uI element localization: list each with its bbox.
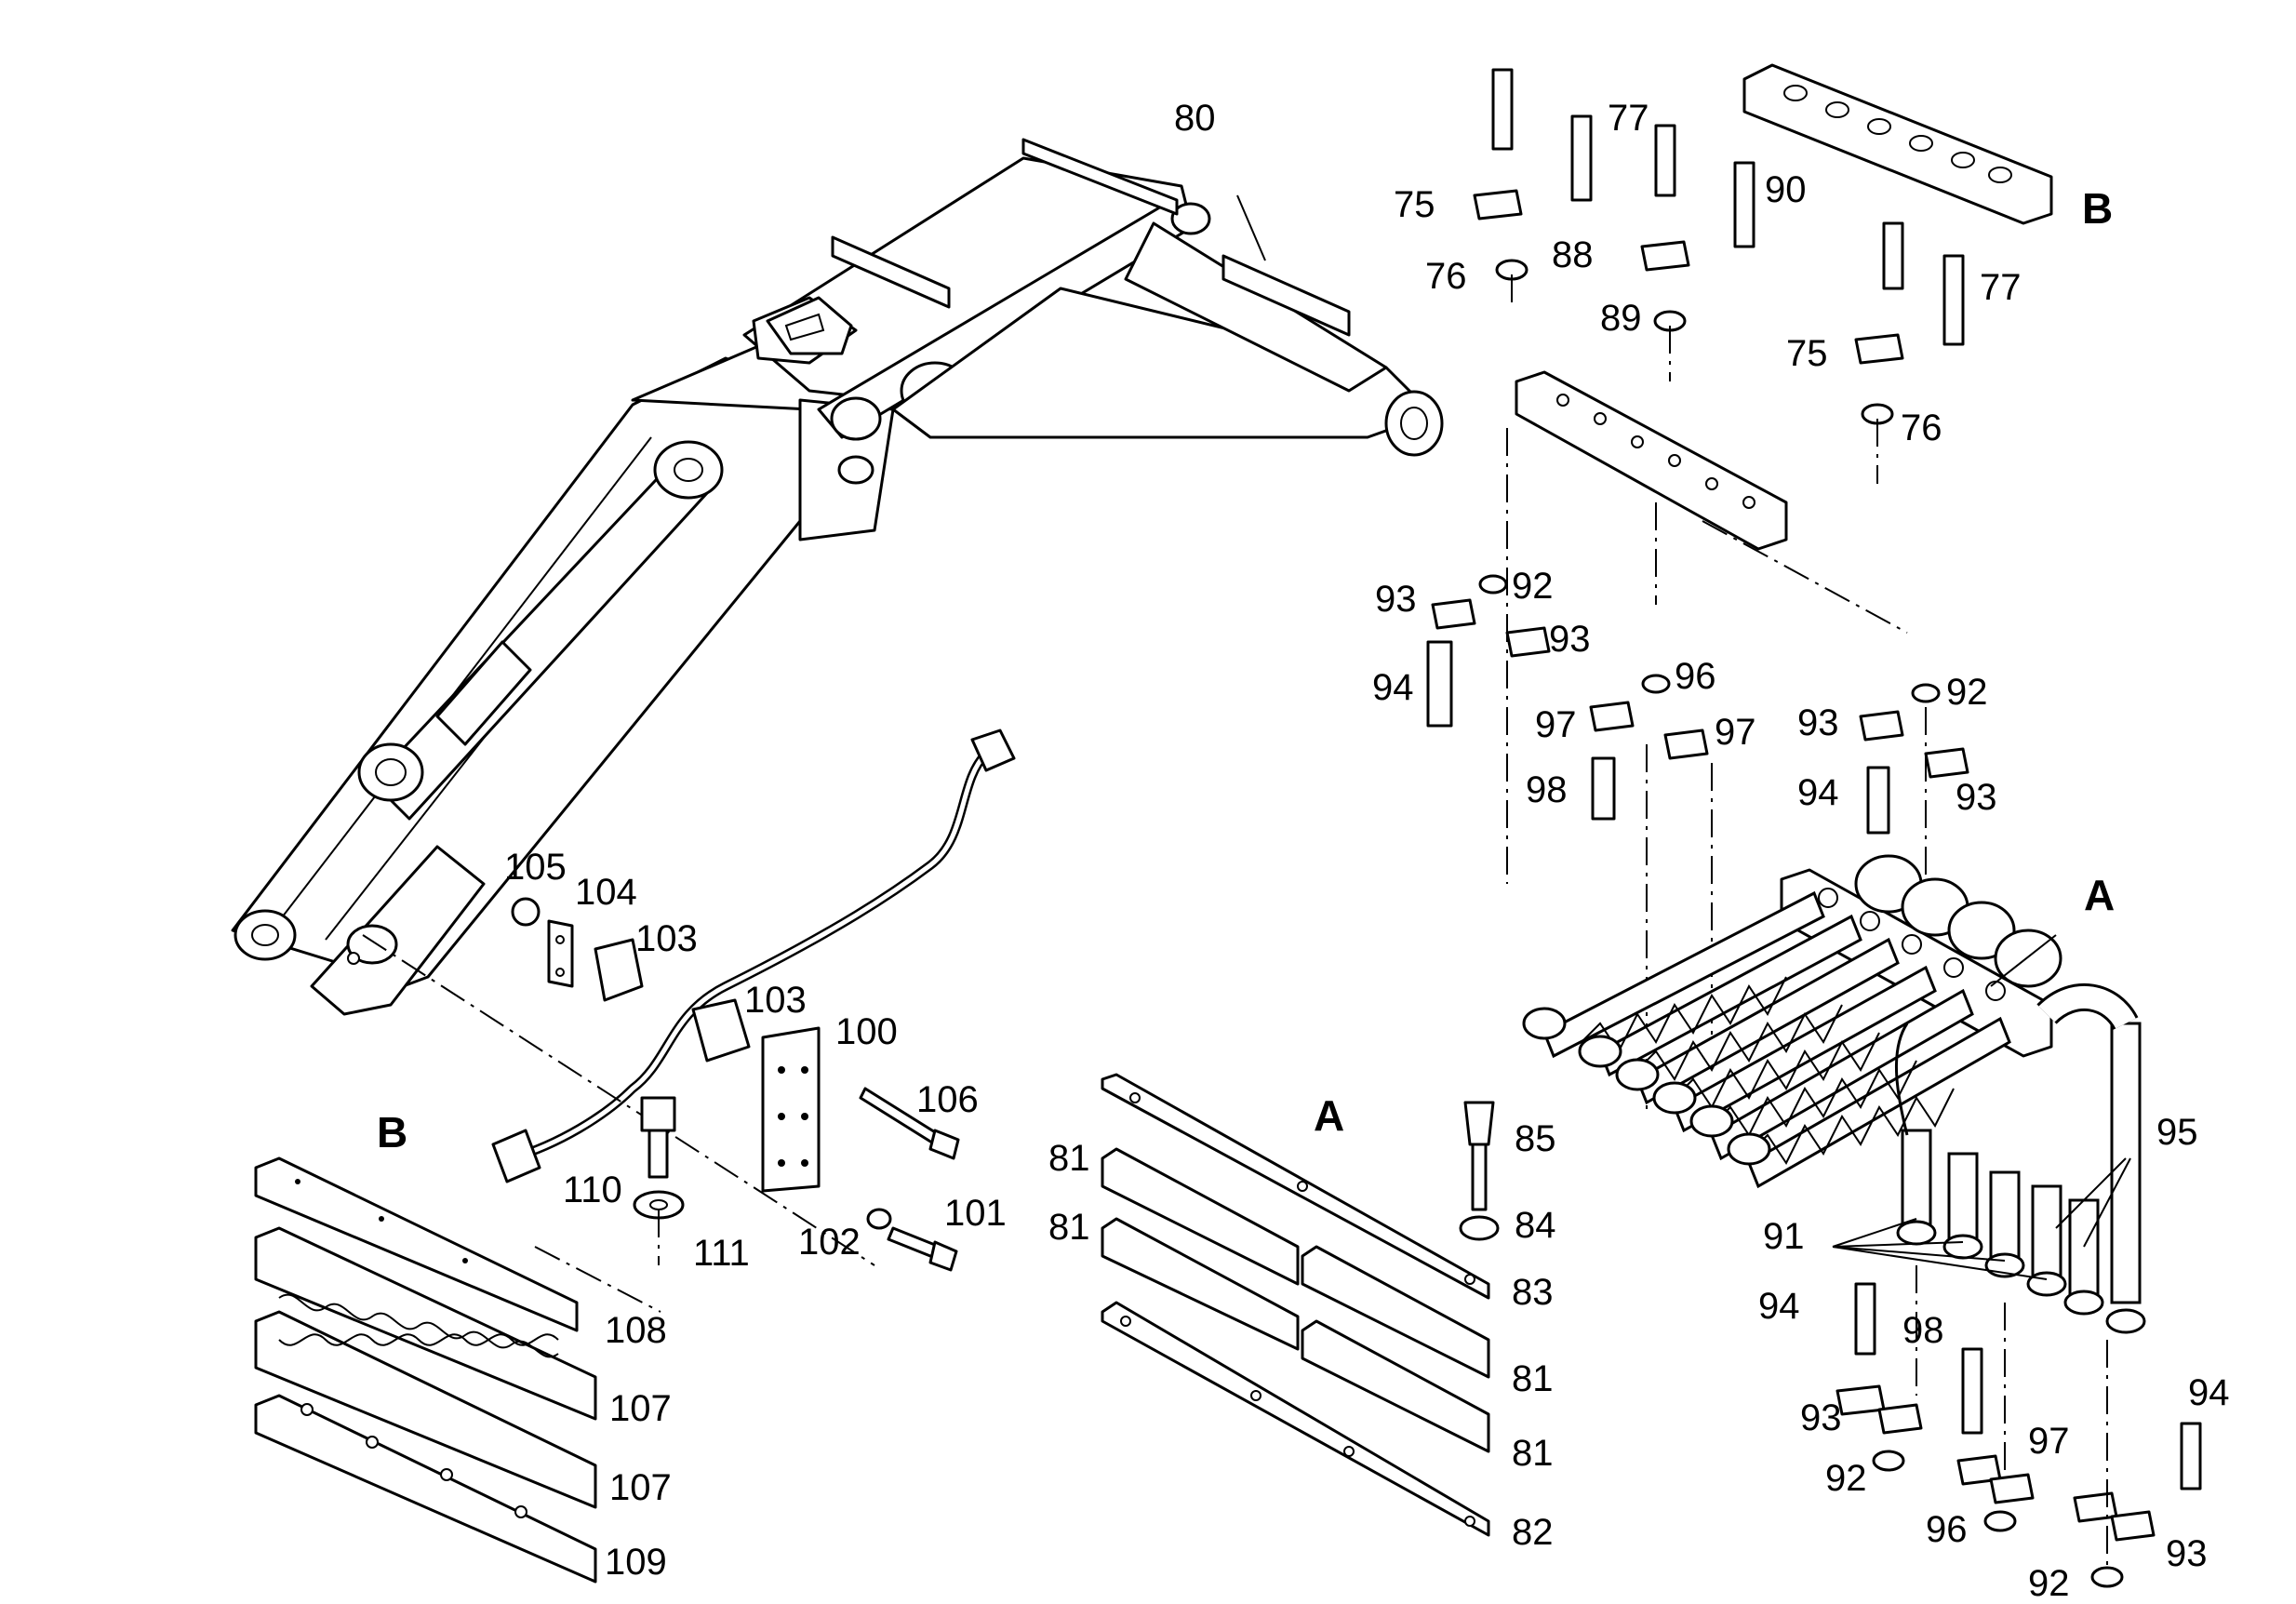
label-92d: 92 xyxy=(2028,1563,2070,1604)
clamp-parts-100-111 xyxy=(362,897,960,1313)
label-102: 102 xyxy=(798,1222,861,1263)
label-84: 84 xyxy=(1515,1205,1556,1246)
manifold-lower xyxy=(1522,854,2202,1588)
label-93f: 93 xyxy=(2166,1533,2208,1574)
label-97b: 97 xyxy=(1715,712,1756,753)
label-108: 108 xyxy=(605,1310,667,1351)
label-109: 109 xyxy=(605,1542,667,1583)
label-96b: 96 xyxy=(1926,1509,1968,1550)
boom-assembly xyxy=(231,138,1444,1016)
label-110: 110 xyxy=(563,1170,622,1210)
label-b-top: B xyxy=(2082,184,2113,233)
label-94d: 94 xyxy=(2188,1372,2230,1413)
label-a-bottom: A xyxy=(1314,1091,1344,1140)
label-81a: 81 xyxy=(1048,1138,1090,1179)
label-91: 91 xyxy=(1763,1216,1805,1257)
label-94b: 94 xyxy=(1797,772,1839,813)
bar-set-b-bottom xyxy=(254,1156,597,1584)
label-81d: 81 xyxy=(1512,1433,1554,1474)
label-93b: 93 xyxy=(1549,619,1591,660)
part-number-labels: 80 77 75 76 88 90 89 77 75 76 B A 93 92 … xyxy=(377,98,2230,1604)
label-104: 104 xyxy=(575,872,637,913)
label-98a: 98 xyxy=(1526,769,1568,810)
label-a-top: A xyxy=(2084,871,2115,919)
label-92a: 92 xyxy=(1512,566,1554,607)
label-95: 95 xyxy=(2156,1112,2198,1153)
label-97a: 97 xyxy=(1535,704,1577,745)
label-101: 101 xyxy=(944,1193,1007,1234)
label-100: 100 xyxy=(835,1011,898,1052)
label-94a: 94 xyxy=(1372,667,1414,708)
label-92c: 92 xyxy=(1825,1458,1867,1499)
label-80: 80 xyxy=(1174,98,1216,139)
label-94c: 94 xyxy=(1758,1286,1800,1327)
label-81c: 81 xyxy=(1512,1358,1554,1399)
label-75: 75 xyxy=(1394,184,1435,225)
bar-set-a-bottom xyxy=(1101,1073,1500,1537)
label-93e: 93 xyxy=(1800,1397,1842,1438)
label-77: 77 xyxy=(1608,98,1649,139)
manifold-upper xyxy=(1426,63,2053,1116)
label-107a: 107 xyxy=(609,1388,672,1429)
label-88: 88 xyxy=(1552,234,1594,275)
label-77b: 77 xyxy=(1980,267,2022,308)
label-82: 82 xyxy=(1512,1512,1554,1553)
label-75b: 75 xyxy=(1786,333,1828,374)
label-76: 76 xyxy=(1425,256,1467,297)
label-93a: 93 xyxy=(1375,579,1417,620)
label-89: 89 xyxy=(1600,298,1642,339)
label-107b: 107 xyxy=(609,1467,672,1508)
label-96a: 96 xyxy=(1675,656,1716,697)
label-85: 85 xyxy=(1515,1118,1556,1159)
label-98b: 98 xyxy=(1902,1310,1944,1351)
callout-lines xyxy=(1236,194,2131,1280)
label-93c: 93 xyxy=(1797,702,1839,743)
label-106: 106 xyxy=(916,1079,979,1120)
label-103a: 103 xyxy=(635,918,698,959)
hydraulic-pipe xyxy=(491,728,1016,1183)
label-90: 90 xyxy=(1765,169,1807,210)
label-93d: 93 xyxy=(1956,777,1997,818)
label-97c: 97 xyxy=(2028,1421,2070,1462)
label-81b: 81 xyxy=(1048,1207,1090,1248)
label-105: 105 xyxy=(504,847,567,888)
label-111: 111 xyxy=(693,1233,750,1274)
label-b-bottom: B xyxy=(377,1108,407,1156)
label-76b: 76 xyxy=(1901,408,1942,448)
label-92b: 92 xyxy=(1946,672,1988,713)
label-103b: 103 xyxy=(744,980,807,1021)
label-83: 83 xyxy=(1512,1272,1554,1313)
